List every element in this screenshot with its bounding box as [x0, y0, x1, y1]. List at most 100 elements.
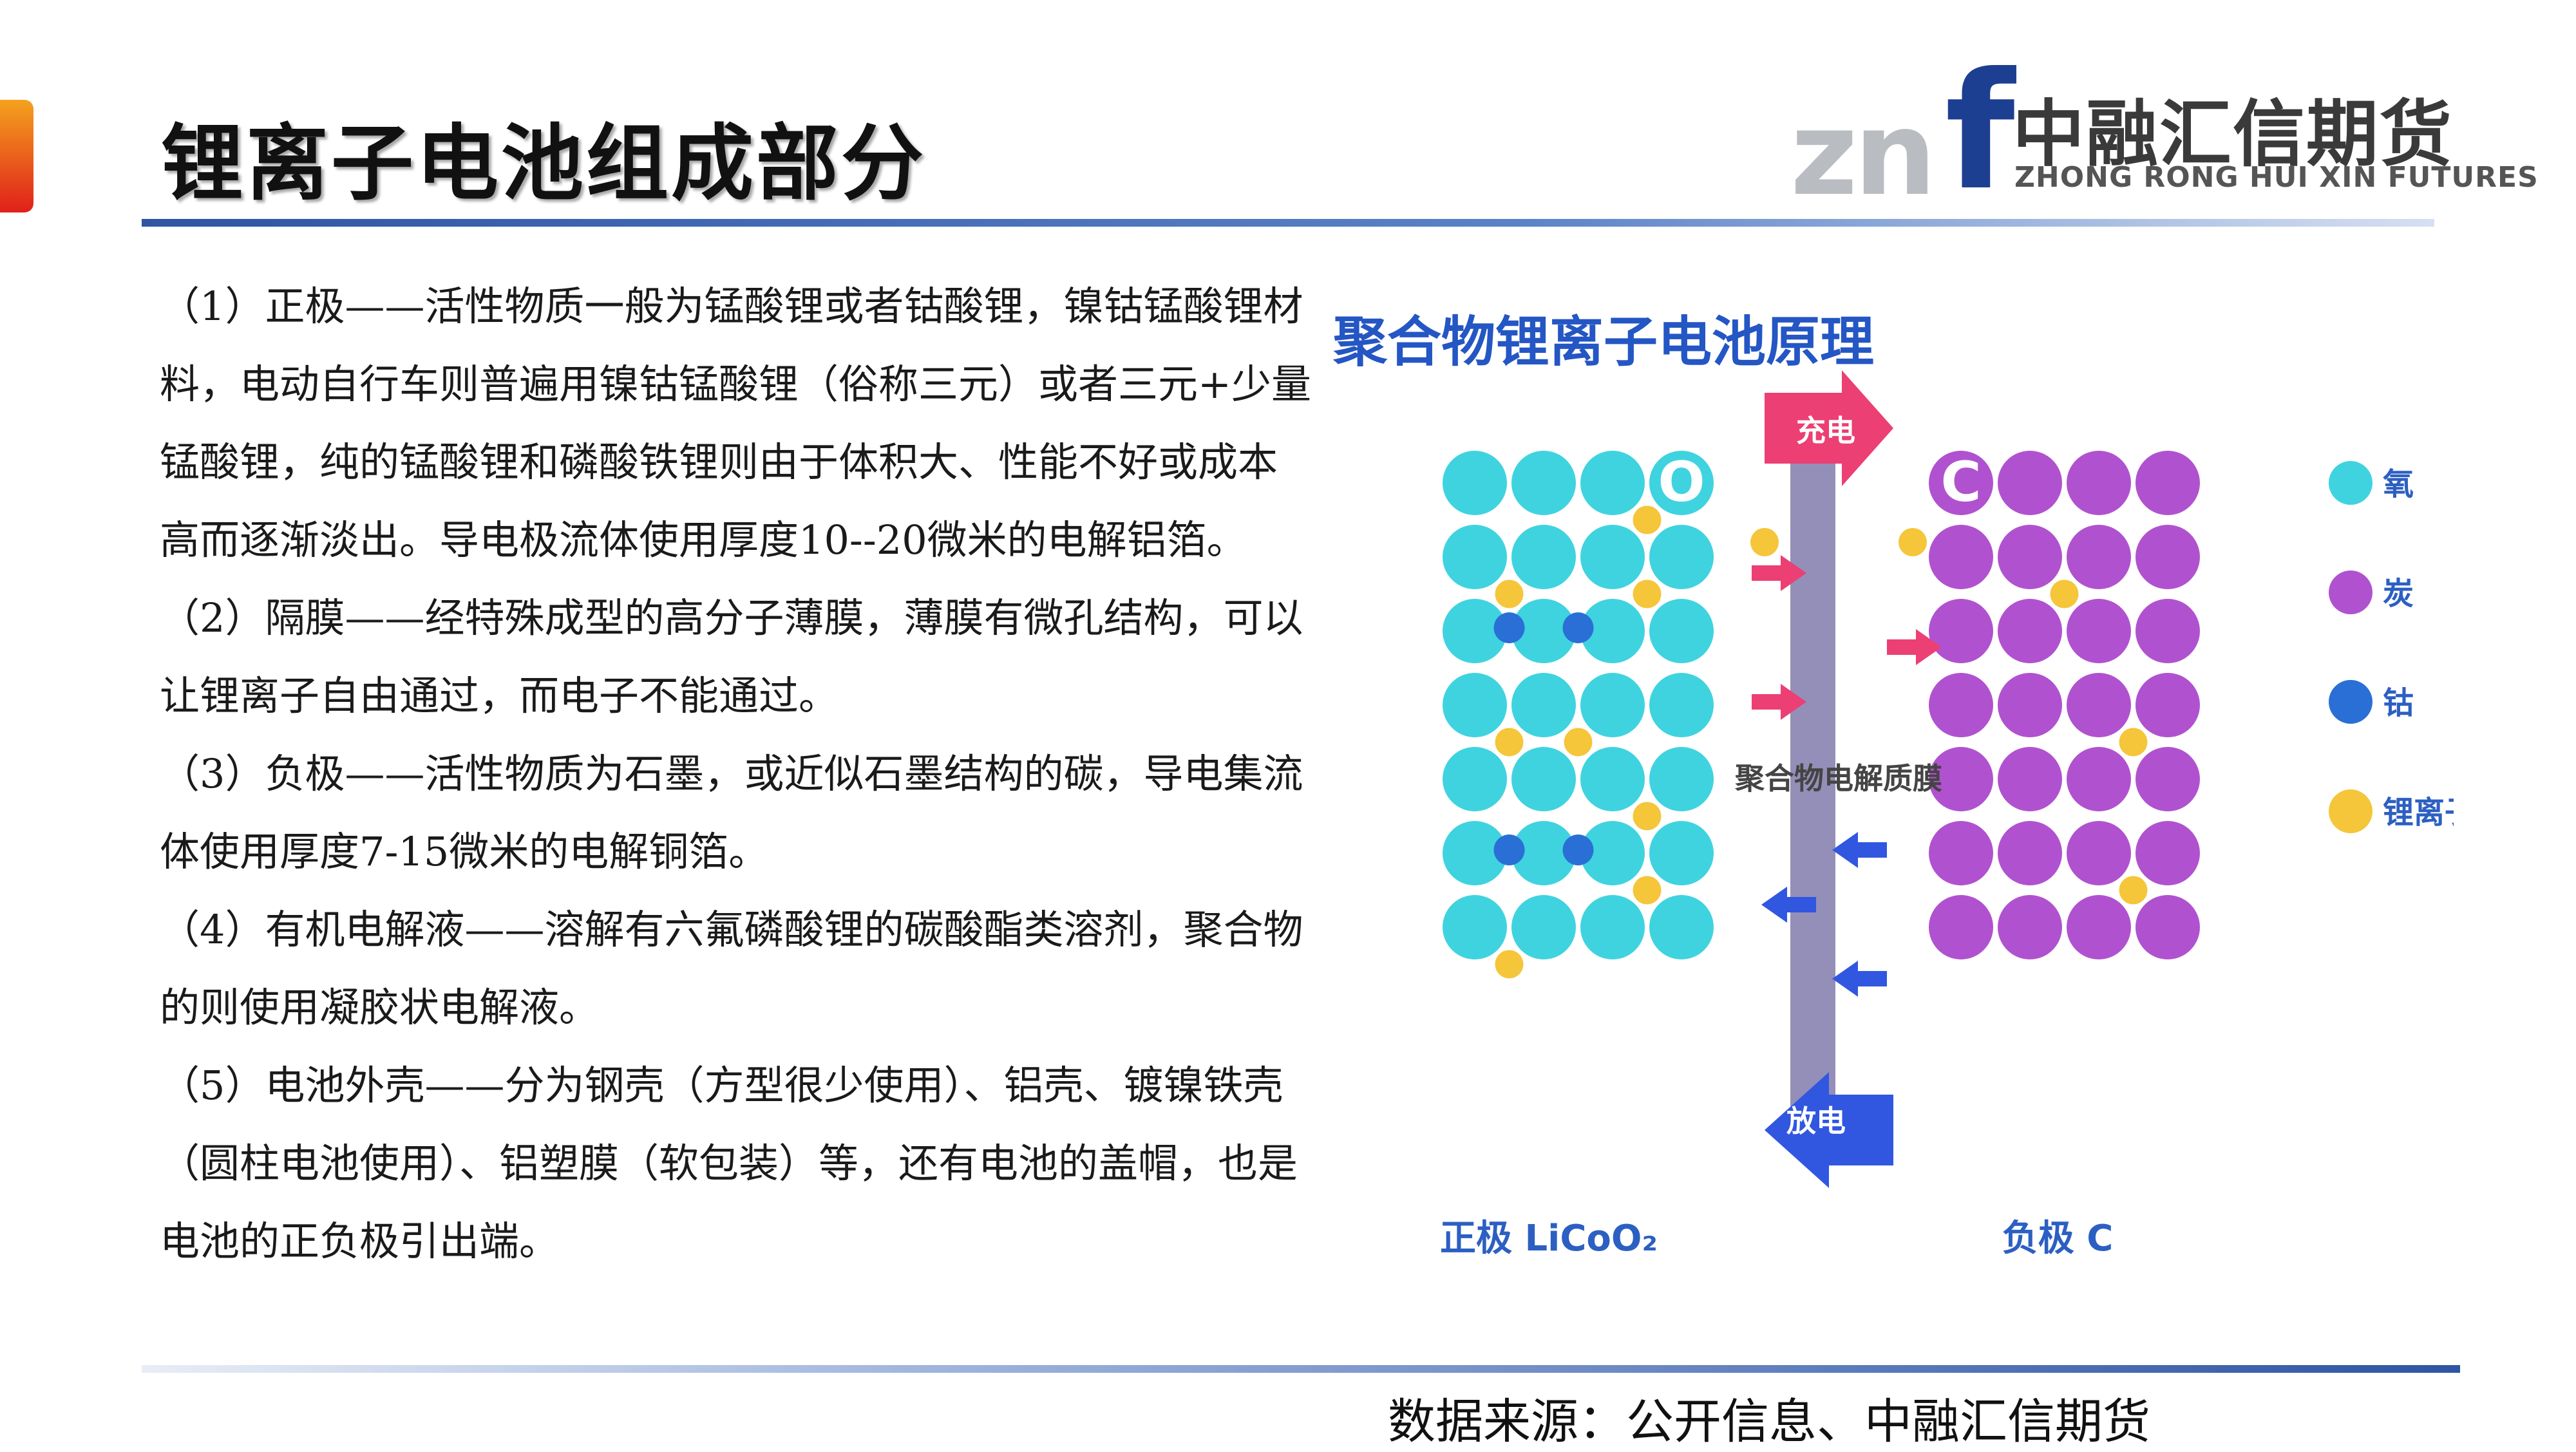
carbon-atom [1998, 451, 2062, 515]
lithium-flow-arrow-left [1832, 961, 1887, 997]
lithium-ion [1564, 728, 1593, 757]
paragraph-electrolyte: （4）有机电解液——溶解有六氟磷酸锂的碳酸酯类溶剂，聚合物的则使用凝胶状电解液。 [160, 906, 1303, 1031]
carbon-atom [1929, 747, 1993, 811]
paragraph-cathode: （1）正极——活性物质一般为锰酸锂或者钴酸锂，镍钴锰酸锂材料，电动自行车则普遍用… [160, 283, 1311, 563]
paragraph-casing: （5）电池外壳——分为钢壳（方型很少使用）、铝壳、镀镍铁壳（圆柱电池使用）、铝塑… [160, 1062, 1298, 1265]
carbon-atom [1998, 747, 2062, 811]
oxygen-atom [1511, 525, 1576, 589]
battery-diagram: 聚合物锂离子电池原理 O C 聚合物电解质膜 充电 放电 正极 LiCoO₂ 负… [1332, 310, 2454, 1259]
lithium-ion [1495, 580, 1524, 608]
lithium-flow-arrow-left [1761, 887, 1816, 923]
lithium-ion [1750, 528, 1779, 556]
lithium-ion [1495, 728, 1524, 757]
logo-mark-zn: zn [1790, 87, 1937, 222]
logo-chinese-name: 中融汇信期货 [2012, 93, 2453, 176]
carbon-atom [1929, 895, 1993, 959]
lithium-ion [1633, 505, 1662, 534]
oxygen-atom [1443, 673, 1507, 737]
carbon-atom [1929, 599, 1993, 663]
carbon-atom [1998, 599, 2062, 663]
oxygen-atom [1443, 599, 1507, 663]
legend-swatch [2329, 789, 2372, 833]
logo-mark-f: f [1945, 38, 2015, 225]
carbon-atom [2067, 747, 2131, 811]
legend-swatch [2329, 570, 2372, 614]
carbon-atom [1929, 525, 1993, 589]
charge-label: 充电 [1796, 413, 1855, 448]
ion-flow-arrows [1752, 370, 1942, 1188]
discharge-arrow [1765, 1072, 1893, 1188]
electrolyte-membrane [1790, 409, 1835, 1108]
oxygen-atom [1649, 895, 1714, 959]
legend-label: 锂离子 [2383, 795, 2454, 831]
oxygen-atom [1511, 895, 1576, 959]
oxygen-atom [1443, 821, 1507, 885]
oxygen-atom [1580, 451, 1645, 515]
oxygen-atom [1511, 673, 1576, 737]
lithium-ion [2119, 876, 2148, 905]
cathode-label: 正极 LiCoO₂ [1440, 1218, 1658, 1259]
oxygen-atom [1443, 747, 1507, 811]
legend-label: 炭 [2383, 576, 2414, 612]
lithium-ion [1495, 950, 1524, 979]
oxygen-atom [1580, 673, 1645, 737]
legend-label: 氧 [2383, 466, 2414, 502]
lithium-ion [1633, 802, 1662, 831]
lithium-ion [2119, 728, 2148, 757]
oxygen-atom [1580, 821, 1645, 885]
carbon-atom [2136, 821, 2200, 885]
carbon-atom [2136, 747, 2200, 811]
header-divider [142, 219, 2434, 227]
figure-title: 聚合物锂离子电池原理 [1332, 310, 1874, 373]
cathode-symbol-atom [1649, 451, 1714, 515]
oxygen-atom [1443, 895, 1507, 959]
anode-atom-grid: C [1899, 450, 2200, 959]
carbon-atom [1929, 821, 1993, 885]
carbon-atom [2067, 673, 2131, 737]
oxygen-atom [1580, 525, 1645, 589]
oxygen-atom [1580, 895, 1645, 959]
legend-swatch [2329, 461, 2372, 505]
oxygen-atom [1443, 525, 1507, 589]
legend-label: 钴 [2383, 685, 2414, 721]
lithium-ion [2050, 580, 2079, 608]
oxygen-atom [1649, 747, 1714, 811]
oxygen-atom [1580, 599, 1645, 663]
anode-symbol: C [1940, 450, 1981, 514]
carbon-atom [1998, 821, 2062, 885]
carbon-atom [1998, 895, 2062, 959]
carbon-atom [2067, 895, 2131, 959]
carbon-atom [2136, 525, 2200, 589]
discharge-label: 放电 [1786, 1104, 1846, 1138]
lithium-ion [1633, 580, 1662, 608]
carbon-atom [2067, 525, 2131, 589]
oxygen-atom [1580, 747, 1645, 811]
carbon-atom [2136, 673, 2200, 737]
cobalt-atom [1562, 612, 1594, 643]
cobalt-atom [1562, 834, 1594, 865]
membrane-label: 聚合物电解质膜 [1734, 761, 1942, 796]
oxygen-atom [1649, 821, 1714, 885]
lithium-flow-arrow-left [1832, 832, 1887, 868]
data-source: 数据来源：公开信息、中融汇信期货 [1388, 1394, 2150, 1449]
carbon-atom [2136, 895, 2200, 959]
anode-symbol-atom [1929, 451, 1993, 515]
footer-divider [142, 1365, 2460, 1373]
carbon-atom [1929, 673, 1993, 737]
oxygen-atom [1511, 821, 1576, 885]
cathode-atom-grid: O [1443, 450, 1779, 979]
oxygen-atom [1649, 525, 1714, 589]
oxygen-atom [1649, 673, 1714, 737]
carbon-atom [1998, 525, 2062, 589]
paragraph-anode: （3）负极——活性物质为石墨，或近似石墨结构的碳，导电集流体使用厚度7-15微米… [160, 750, 1303, 875]
logo-english-name: ZHONG RONG HUI XIN FUTURES [2014, 161, 2539, 194]
figure-legend: 氧炭钴锂离子 [2329, 461, 2454, 833]
carbon-atom [2136, 451, 2200, 515]
lithium-flow-arrow-right [1887, 629, 1942, 665]
oxygen-atom [1511, 599, 1576, 663]
cathode-symbol: O [1658, 450, 1705, 514]
charge-arrow [1765, 370, 1893, 486]
cobalt-atom [1493, 612, 1525, 643]
paragraph-separator: （2）隔膜——经特殊成型的高分子薄膜，薄膜有微孔结构，可以让锂离子自由通过，而电… [160, 594, 1303, 719]
oxygen-atom [1443, 451, 1507, 515]
